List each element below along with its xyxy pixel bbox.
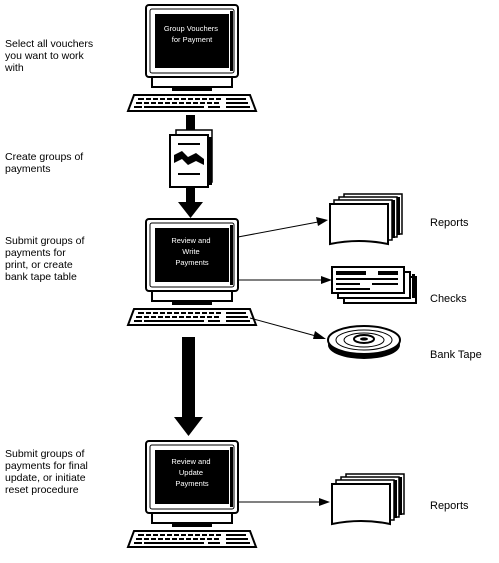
screen-label-review-update: Review and Update Payments [171, 457, 212, 488]
computer-icon-review-write: Review and Write Payments [127, 218, 257, 326]
output-label-reports: Reports [430, 217, 469, 229]
screen-label-group-vouchers: Group Vouchers for Payment [164, 24, 220, 44]
voucher-group-icon [169, 129, 213, 188]
step4-caption: Submit groups of payments for final upda… [5, 448, 91, 496]
report-stack-icon [329, 193, 403, 245]
flow-arrow [178, 202, 203, 218]
flow-arrow [174, 417, 203, 436]
output-line-reports [237, 221, 319, 238]
step1-caption: Select all vouchers you want to work wit… [4, 38, 96, 74]
connector-line [182, 337, 195, 417]
check-stack-icon [331, 266, 417, 304]
output-arrow [313, 331, 326, 339]
computer-icon-review-update: Review and Update Payments [127, 440, 257, 548]
report-stack-icon [331, 473, 405, 525]
step3-caption: Submit groups of payments for print, or … [5, 235, 87, 283]
screen-label-review-write: Review and Write Payments [171, 236, 212, 267]
connector-line [186, 188, 195, 202]
tape-reel-icon [327, 325, 401, 360]
output-label-reports: Reports [430, 500, 469, 512]
output-arrow [319, 498, 330, 506]
output-label-checks: Checks [430, 293, 467, 305]
output-label-bank-tape: Bank Tape [430, 349, 482, 361]
output-line-bank-tape [249, 317, 317, 337]
output-arrow [316, 217, 328, 226]
step2-caption: Create groups of payments [5, 151, 86, 175]
connector-line [186, 115, 195, 133]
computer-icon-group-vouchers: Group Vouchers for Payment [127, 4, 257, 112]
output-arrow [321, 276, 332, 284]
